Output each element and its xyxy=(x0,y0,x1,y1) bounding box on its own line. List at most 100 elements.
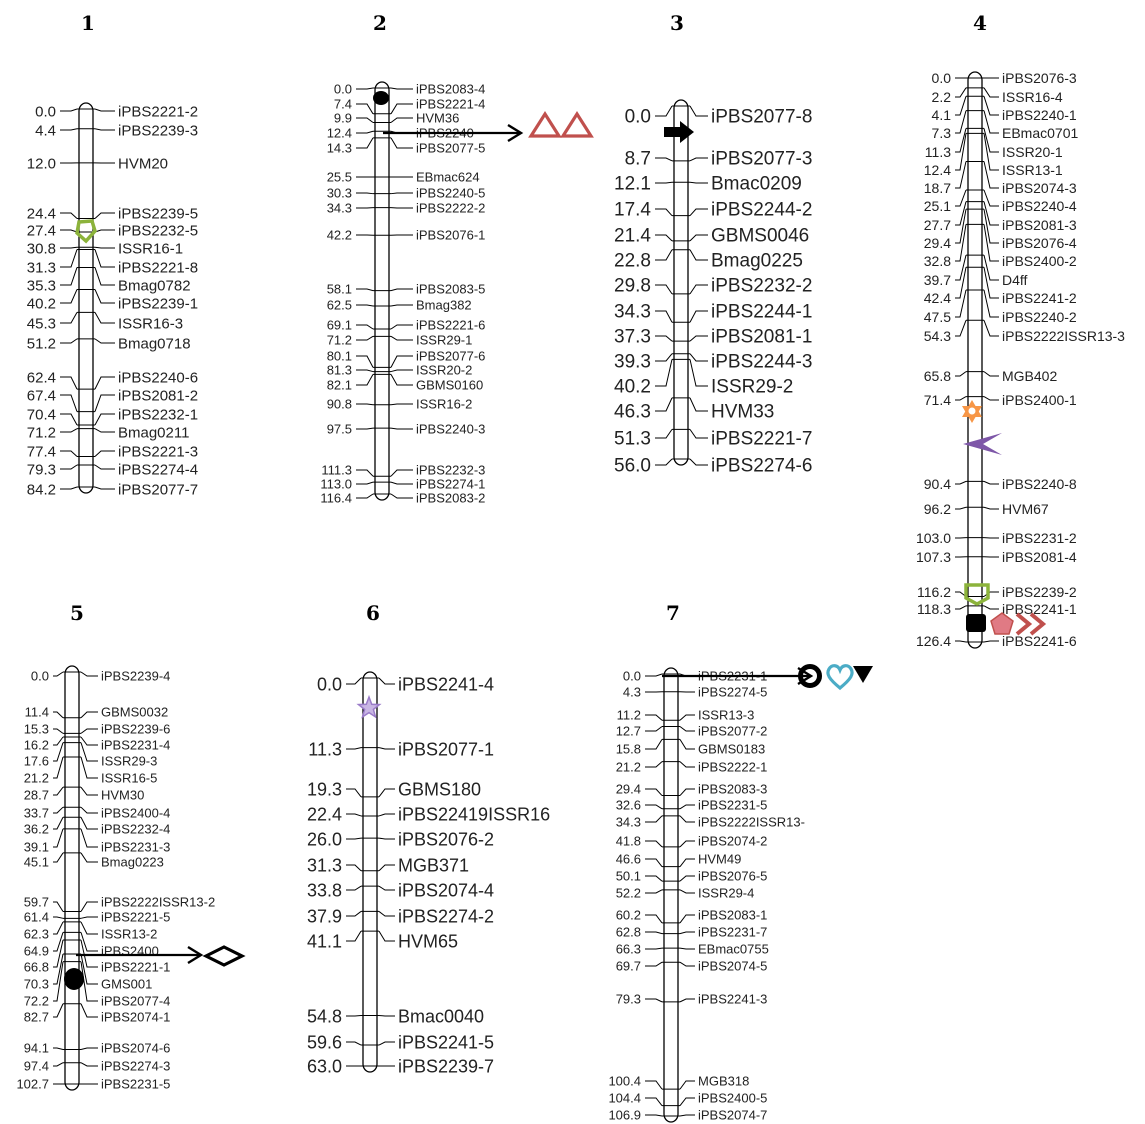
marker-position: 79.3 xyxy=(616,992,641,1007)
marker-position: 102.7 xyxy=(16,1077,49,1092)
chromosome-title: 2 xyxy=(373,11,387,35)
marker-leader xyxy=(80,728,98,734)
marker-name: iPBS2221-1 xyxy=(101,960,170,975)
marker-position: 80.1 xyxy=(327,349,352,364)
marker-position: 4.4 xyxy=(35,122,56,139)
position-leader xyxy=(645,815,663,823)
marker-leader xyxy=(94,246,115,249)
marker-name: GBMS0046 xyxy=(711,226,809,247)
position-leader xyxy=(655,234,673,242)
marker-position: 69.7 xyxy=(616,959,641,974)
position-leader xyxy=(60,128,78,131)
marker-position: 45.3 xyxy=(27,315,56,332)
marker-name: iPBS2076-2 xyxy=(398,829,494,849)
marker-name: iPBS2239-7 xyxy=(398,1056,494,1076)
marker-leader xyxy=(378,837,395,840)
marker-leader xyxy=(80,921,98,935)
marker-name: iPBS2241-2 xyxy=(1002,290,1077,306)
marker-name: iPBS2221-4 xyxy=(416,97,485,112)
chromosome-title: 1 xyxy=(81,11,95,35)
marker-position: 37.3 xyxy=(614,327,651,348)
marker-leader xyxy=(94,289,115,304)
marker-leader xyxy=(689,181,708,184)
position-leader xyxy=(53,671,64,677)
marker-name: iPBS2221-6 xyxy=(416,318,485,333)
position-leader xyxy=(645,1114,663,1117)
marker-leader xyxy=(390,355,413,368)
position-leader xyxy=(53,961,64,1002)
triangle-outline-icon xyxy=(528,111,562,138)
position-leader xyxy=(356,137,374,149)
marker-position: 79.3 xyxy=(27,461,56,478)
position-leader xyxy=(955,161,967,189)
marker-name: MGB402 xyxy=(1002,368,1057,384)
position-leader xyxy=(955,133,967,171)
marker-name: ISSR29-4 xyxy=(698,886,754,901)
chromosome-bar xyxy=(967,71,983,649)
position-leader xyxy=(955,224,967,262)
marker-name: iPBS2222-1 xyxy=(698,760,767,775)
marker-leader xyxy=(983,480,999,485)
marker-leader xyxy=(390,481,413,485)
marker-position: 90.8 xyxy=(327,397,352,412)
marker-name: iPBS2232-2 xyxy=(711,276,812,297)
marker-leader xyxy=(80,901,98,912)
position-leader xyxy=(955,605,967,610)
position-leader xyxy=(645,726,663,732)
position-leader xyxy=(955,289,967,318)
position-leader xyxy=(356,335,374,341)
marker-position: 41.8 xyxy=(616,834,641,849)
position-leader xyxy=(645,1097,663,1106)
chromosome-bar xyxy=(362,671,378,1073)
marker-leader xyxy=(679,1097,695,1106)
marker-name: iPBS2400-2 xyxy=(1002,253,1077,269)
marker-leader xyxy=(983,110,999,134)
marker: 102.7 iPBS2231-5 xyxy=(16,1077,170,1092)
marker-leader xyxy=(80,1003,98,1018)
marker-position: 62.4 xyxy=(27,369,56,386)
position-leader xyxy=(955,110,967,134)
marker-leader xyxy=(390,369,413,373)
marker-name: EBmac0701 xyxy=(1002,125,1078,141)
marker-name: HVM33 xyxy=(711,402,774,423)
marker-leader xyxy=(80,742,98,762)
marker-position: 51.3 xyxy=(614,429,651,450)
marker-leader xyxy=(94,108,115,112)
star-of-david-icon xyxy=(962,400,982,423)
marker-leader xyxy=(679,815,695,823)
marker-leader xyxy=(983,201,999,226)
marker-name: ISSR20-1 xyxy=(1002,144,1063,160)
position-leader xyxy=(346,911,362,917)
marker-name: iPBS2231-5 xyxy=(101,1077,170,1092)
marker-position: 7.3 xyxy=(932,125,952,141)
marker-position: 19.3 xyxy=(307,779,342,799)
marker-leader xyxy=(689,359,708,387)
marker-position: 94.1 xyxy=(24,1041,49,1056)
marker-name: iPBS2221-8 xyxy=(118,259,198,276)
marker-name: ISSR29-2 xyxy=(711,377,793,398)
marker-name: D4ff xyxy=(1002,272,1028,288)
